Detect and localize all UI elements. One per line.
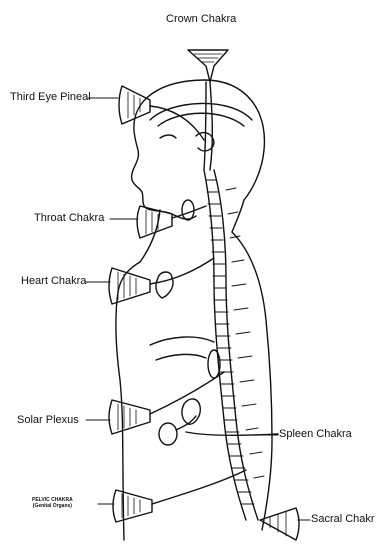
crown-funnel [188,50,228,82]
neck-front [140,210,160,262]
solar-plexus-label: Solar Plexus [17,414,79,427]
pelvic-stalk [152,470,246,504]
torso-front [116,292,124,540]
throat-gland [182,200,194,220]
crown-chakra-label: Crown Chakra [166,13,236,26]
throat-chakra-label: Throat Chakra [34,212,104,225]
heart-stalk [150,258,214,284]
third-eye-label: Third Eye Pineal [10,91,91,104]
pelvic-chakra-label: PELVIC CHAKRA (Genital Organs) [32,497,73,509]
eye-mark [160,135,176,138]
third-eye-funnel [119,86,150,124]
brain-arc-inner [158,113,244,126]
third-eye-stalk [150,106,204,140]
abdomen-curve [156,354,206,360]
heart-chakra-label: Heart Chakra [21,275,86,288]
heart-organ [156,272,173,298]
shoulder-line [118,262,140,292]
neck-back [232,200,244,232]
brain-arc [150,103,252,120]
pelvic-label-line2: (Genital Organs) [32,503,73,509]
pelvic-funnel [113,490,152,522]
spleen-chakra-label: Spleen Chakra [279,428,352,441]
heart-lines [118,272,136,300]
solar-lines [118,404,136,430]
crown-stem [210,82,212,170]
sacral-chakra-label: Sacral Chakr [311,513,375,526]
back-line [232,232,272,530]
pelvic-lines [122,494,140,518]
heart-funnel [109,268,150,304]
solar-funnel [109,400,150,434]
chest-curve [150,337,214,345]
crown-stem-2 [204,82,206,170]
spleen-organ [159,423,177,445]
third-eye-lines [128,92,140,118]
head-outline [132,80,205,219]
throat-stalk [172,206,206,218]
